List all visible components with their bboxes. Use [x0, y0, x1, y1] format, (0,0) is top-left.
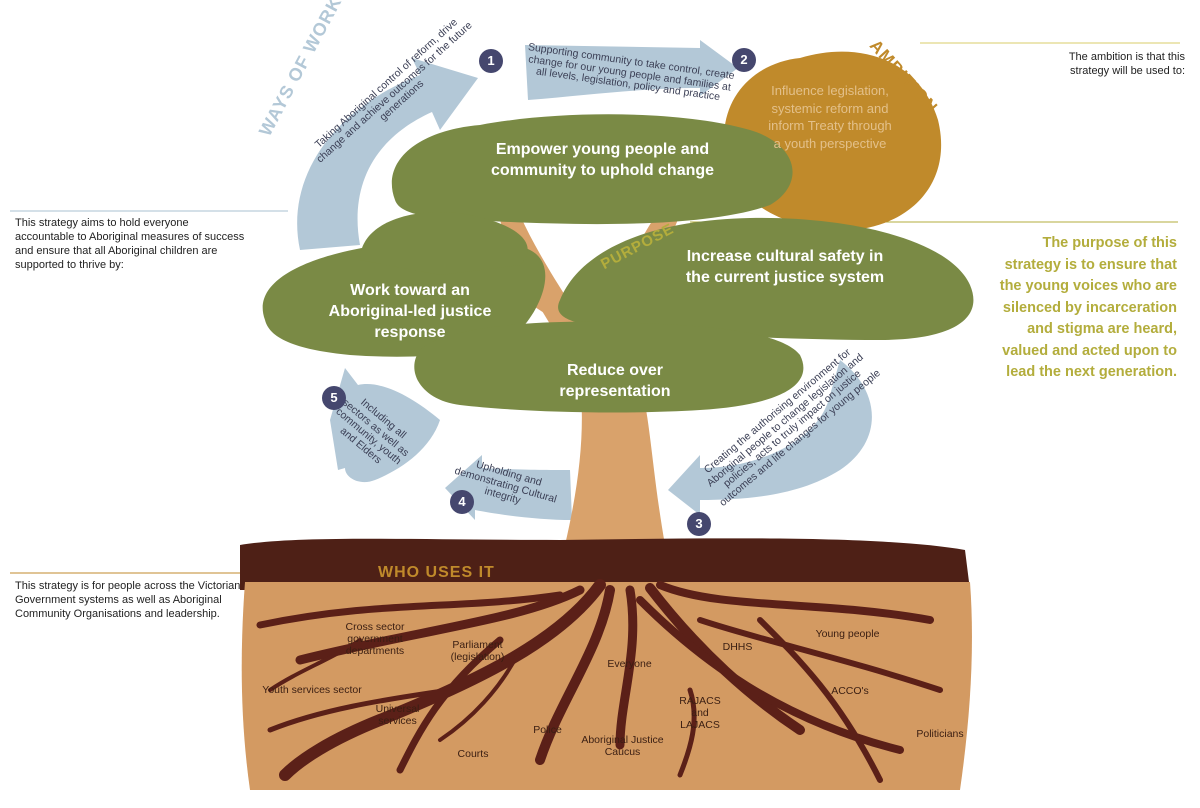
leaf-reduce-over-representation: Reduce over representation: [559, 362, 671, 400]
user-justice-caucus: Aboriginal Justice Caucus: [581, 734, 664, 758]
leaf-empower: Empower young people and community to up…: [490, 141, 715, 179]
user-universal-services: Universal services: [375, 703, 420, 727]
way-5-badge: 5: [322, 386, 346, 410]
who-uses-it-heading: WHO USES IT: [374, 564, 499, 582]
user-parliament: Parliament (legislation): [450, 639, 505, 663]
arrow-1-shape: [297, 58, 478, 250]
user-dhhs: DHHS: [722, 641, 753, 653]
leaf-aboriginal-led: Work toward an Aboriginal-led justice re…: [328, 282, 492, 341]
user-youth-services: Youth services sector: [262, 684, 362, 696]
user-rajacs-lajacs: RAJACS and LAJACS: [679, 695, 721, 731]
way-2-badge: 2: [732, 48, 756, 72]
arrow-5-shape: [330, 368, 440, 483]
purpose-statement: The purpose of this strategy is to ensur…: [999, 235, 1177, 380]
way-3-badge: 3: [687, 512, 711, 536]
leaf-bottom-shape: [414, 321, 804, 413]
user-police: Police: [533, 724, 562, 736]
way-4-badge: 4: [450, 490, 474, 514]
leaf-right-shape: [558, 217, 974, 340]
user-young-people: Young people: [815, 628, 880, 640]
arrow-3-shape: [668, 360, 872, 515]
leaf-top-shape: [391, 114, 793, 225]
user-accos: ACCO's: [831, 685, 869, 697]
who-note: This strategy is for people across the V…: [15, 580, 241, 620]
leaf-cultural-safety: Increase cultural safety in the current …: [685, 248, 885, 286]
user-cross-sector: Cross sector government departments: [345, 621, 405, 657]
ambition-circle-text: Influence legislation, systemic reform a…: [768, 83, 892, 151]
user-everyone: Everyone: [607, 658, 652, 670]
accountable-note: This strategy aims to hold everyone acco…: [15, 217, 245, 271]
user-politicians: Politicians: [916, 728, 964, 740]
arrow-2-shape: [525, 40, 738, 100]
ambition-note: The ambition is that this strategy will …: [1068, 51, 1185, 77]
way-1-badge: 1: [479, 49, 503, 73]
user-courts: Courts: [457, 748, 489, 760]
roots-group: [256, 579, 943, 783]
arrow-4-shape: [445, 455, 572, 520]
